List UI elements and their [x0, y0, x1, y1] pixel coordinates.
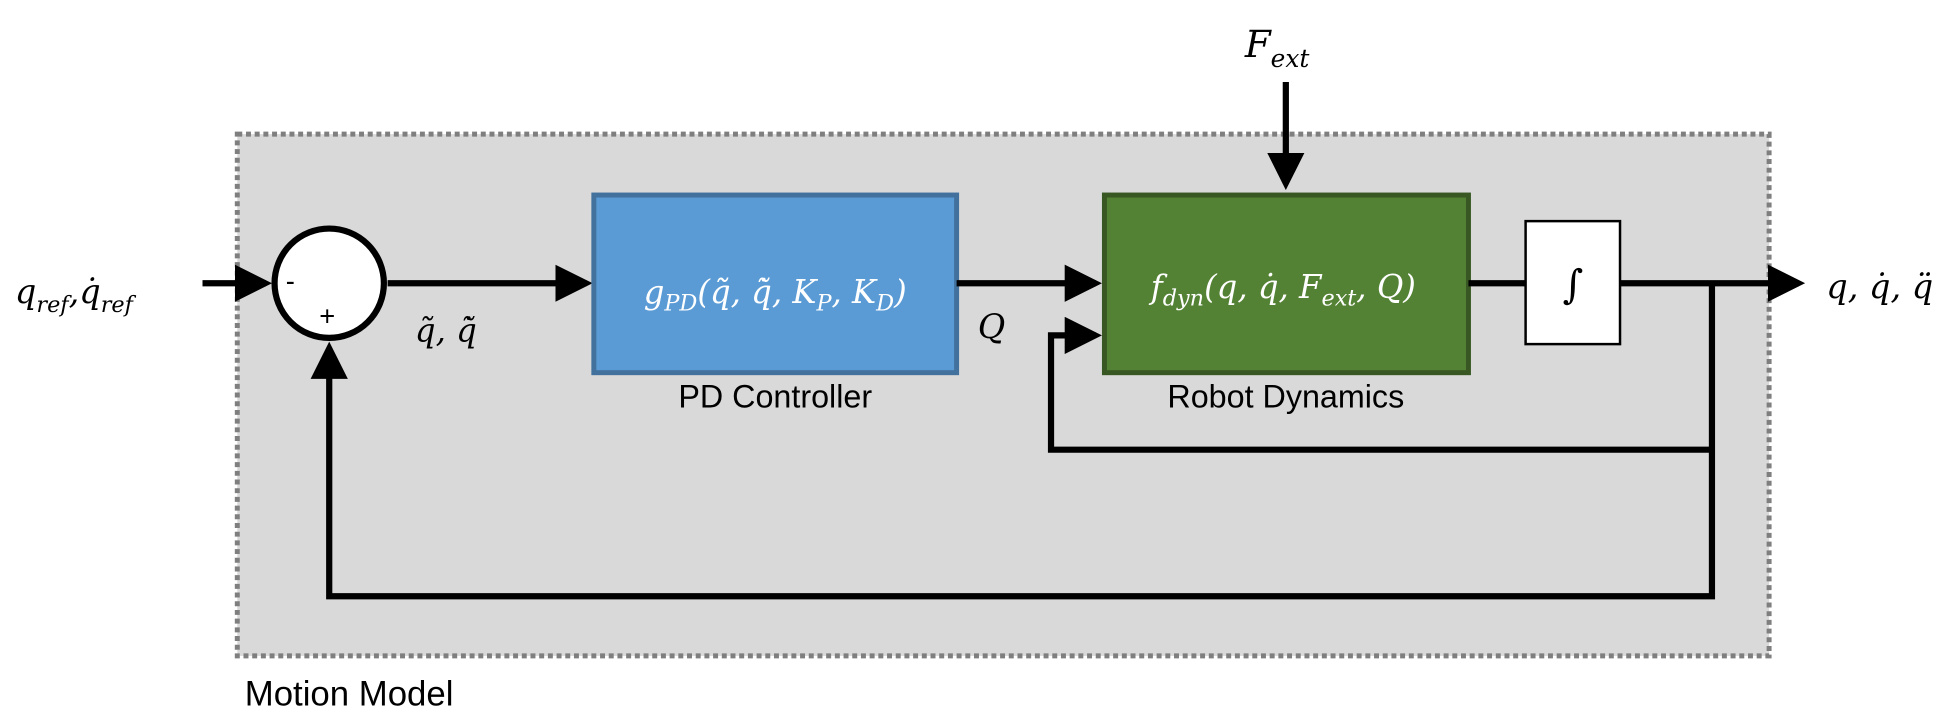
pd-controller-caption: PD Controller [678, 378, 872, 414]
error-label: q̃, q̃̇ [415, 312, 477, 350]
control-label: Q [978, 307, 1006, 346]
integrator-block [1524, 219, 1622, 346]
motion-model-label: Motion Model [245, 676, 454, 714]
summing-junction [271, 225, 387, 342]
robot-dynamics-block [1101, 192, 1471, 376]
input-label: qref,q̇ref [15, 272, 137, 318]
pd-controller-function: gPD(q̃, q̃̇, KP, KD) [644, 273, 907, 316]
plus-sign: + [319, 300, 335, 331]
inner-feedback-line [1047, 316, 1712, 453]
robot-dynamics-function: fdyn(q, q̇, Fext, Q) [1149, 268, 1416, 311]
external-force-label: Fext [1244, 22, 1311, 73]
output-label: q, q̇, q̈ [1826, 267, 1933, 306]
outer-feedback-line [310, 283, 1716, 600]
minus-sign: - [286, 266, 295, 297]
pd-controller-block [591, 192, 960, 376]
integral-icon: ∫ [1562, 262, 1583, 308]
motion-model-region [234, 131, 1772, 659]
robot-dynamics-caption: Robot Dynamics [1167, 378, 1404, 414]
